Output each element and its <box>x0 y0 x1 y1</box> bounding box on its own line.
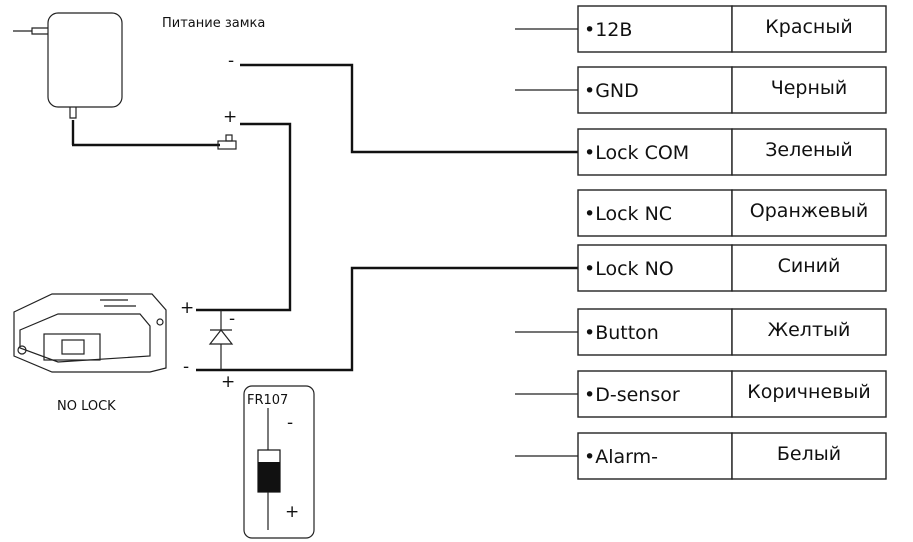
lock-plus-sign: + <box>180 298 194 318</box>
terminal-signal-cell <box>577 244 733 292</box>
power-plus-sign: + <box>223 107 237 127</box>
terminal-row: •12В Красный <box>577 5 887 53</box>
terminal-row: •GND Черный <box>577 66 887 114</box>
diode-label: FR107 <box>247 393 288 408</box>
terminal-signal-cell <box>577 308 733 356</box>
terminal-signal-cell <box>577 370 733 418</box>
power-label: Питание замка <box>162 16 265 31</box>
terminal-color-label: Синий <box>778 255 841 277</box>
terminal-color-label: Красный <box>765 16 852 38</box>
diode-minus-sign: - <box>229 309 235 329</box>
terminal-row: •Lock NC Оранжевый <box>577 189 887 237</box>
terminal-signal-label: •Button <box>584 322 659 344</box>
terminal-color-cell <box>731 189 887 237</box>
terminal-color-cell <box>731 244 887 292</box>
power-minus-sign: - <box>228 51 234 71</box>
terminal-row: •D-sensor Коричневый <box>577 370 887 418</box>
wires <box>196 28 578 457</box>
terminal-signal-label: •Lock COM <box>584 142 689 164</box>
terminal-color-cell <box>731 308 887 356</box>
wire-lock-to-lock-no <box>196 266 578 372</box>
terminal-color-cell <box>731 5 887 53</box>
terminal-row: •Alarm- Белый <box>577 432 887 480</box>
diode-component-plus-sign: + <box>285 502 299 522</box>
wire-power-minus-to-lock-com <box>240 63 578 154</box>
terminal-signal-label: •12В <box>584 19 632 41</box>
lock-label: NO LOCK <box>57 399 116 414</box>
diode-component <box>243 385 315 539</box>
terminal-color-cell <box>731 66 887 114</box>
terminal-color-label: Желтый <box>768 319 851 341</box>
diode-symbol <box>208 310 234 370</box>
terminal-color-label: Зеленый <box>765 139 852 161</box>
terminal-signal-label: •Alarm- <box>584 446 658 468</box>
wire-power-plus-to-lock <box>196 122 292 312</box>
terminal-color-label: Белый <box>777 443 841 465</box>
lock-minus-sign: - <box>183 357 189 377</box>
terminal-signal-cell <box>577 5 733 53</box>
terminal-signal-label: •GND <box>584 80 639 102</box>
terminal-signal-label: •Lock NO <box>584 258 674 280</box>
power-adapter <box>13 12 237 150</box>
terminal-color-label: Коричневый <box>747 381 870 403</box>
terminal-signal-cell <box>577 128 733 176</box>
terminal-row: •Lock NO Синий <box>577 244 887 292</box>
lock-device <box>13 293 167 373</box>
terminal-color-cell <box>731 370 887 418</box>
terminal-signal-label: •D-sensor <box>584 384 680 406</box>
terminal-color-label: Черный <box>771 77 848 99</box>
terminal-signal-label: •Lock NC <box>584 203 672 225</box>
diode-plus-sign: + <box>221 372 235 392</box>
terminal-signal-cell <box>577 432 733 480</box>
terminal-color-label: Оранжевый <box>750 200 868 222</box>
terminal-row: •Lock COM Зеленый <box>577 128 887 176</box>
diode-component-minus-sign: - <box>287 413 293 433</box>
terminal-color-cell <box>731 128 887 176</box>
terminal-row: •Button Желтый <box>577 308 887 356</box>
terminal-color-cell <box>731 432 887 480</box>
